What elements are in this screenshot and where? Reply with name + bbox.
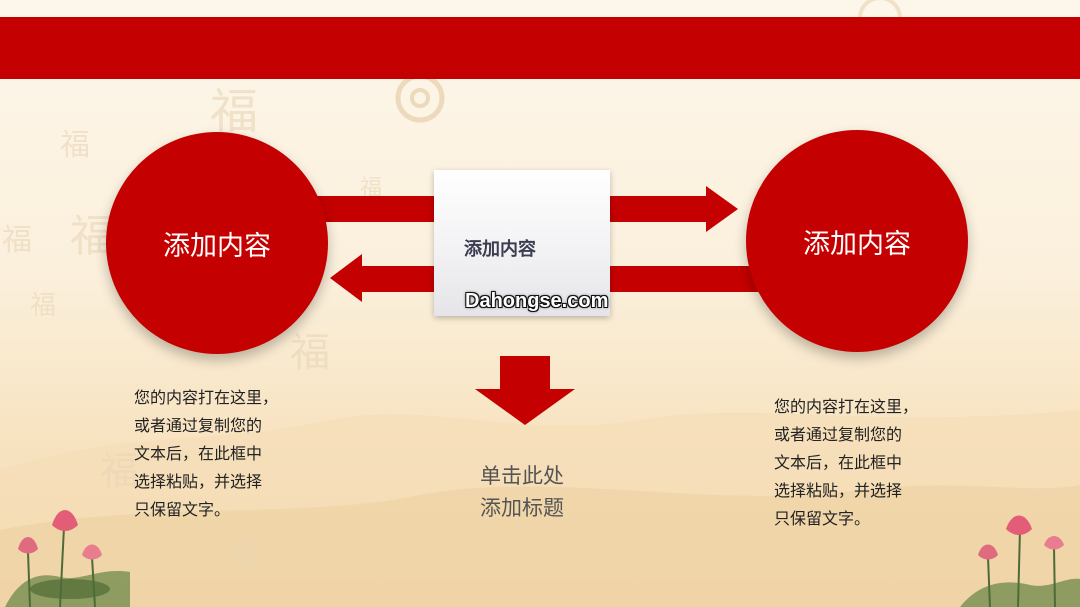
left-circle-label: 添加内容 bbox=[163, 230, 271, 262]
left-text-line: 只保留文字。 bbox=[134, 500, 231, 519]
left-circle[interactable]: 添加内容 bbox=[106, 132, 328, 354]
bottom-heading-line1: 单击此处 bbox=[480, 464, 564, 488]
left-text-line: 文本后，在此框中 bbox=[134, 444, 263, 463]
right-text-line: 文本后，在此框中 bbox=[774, 453, 903, 472]
center-box-title: 添加内容 bbox=[464, 239, 536, 260]
fu-decor: 福 bbox=[290, 330, 330, 376]
right-circle-label: 添加内容 bbox=[803, 228, 911, 260]
left-text-line: 或者通过复制您的 bbox=[134, 416, 263, 435]
right-text-block[interactable]: 您的内容打在这里， 或者通过复制您的 文本后，在此框中 选择粘贴，并选择 只保留… bbox=[774, 393, 918, 533]
right-text-line: 您的内容打在这里， bbox=[774, 397, 919, 416]
right-text-line: 只保留文字。 bbox=[774, 509, 871, 528]
top-banner bbox=[0, 17, 1080, 79]
watermark-text: Dahongse.com bbox=[465, 290, 609, 312]
right-circle[interactable]: 添加内容 bbox=[746, 130, 968, 352]
fu-decor: 福 bbox=[210, 84, 259, 140]
left-text-line: 您的内容打在这里， bbox=[134, 388, 279, 407]
bottom-heading[interactable]: 单击此处 添加标题 bbox=[480, 460, 564, 524]
fu-decor: 福 bbox=[230, 538, 260, 573]
bottom-heading-line2: 添加标题 bbox=[480, 496, 564, 520]
left-text-line: 选择粘贴，并选择 bbox=[134, 472, 263, 491]
fu-decor: 福 bbox=[100, 449, 139, 493]
right-text-line: 选择粘贴，并选择 bbox=[774, 481, 903, 500]
left-text-block[interactable]: 您的内容打在这里， 或者通过复制您的 文本后，在此框中 选择粘贴，并选择 只保留… bbox=[134, 384, 278, 524]
arrow-down-icon bbox=[475, 356, 575, 425]
center-box[interactable]: 添加内容 bbox=[434, 170, 610, 316]
right-text-line: 或者通过复制您的 bbox=[774, 425, 903, 444]
fu-decor: 福 bbox=[360, 176, 383, 201]
fu-decor: 福 bbox=[2, 223, 32, 258]
lotus-left-icon bbox=[5, 510, 130, 607]
fu-decor: 福 bbox=[60, 128, 90, 163]
fu-decor: 福 bbox=[30, 291, 57, 321]
lotus-right-icon bbox=[960, 515, 1080, 607]
